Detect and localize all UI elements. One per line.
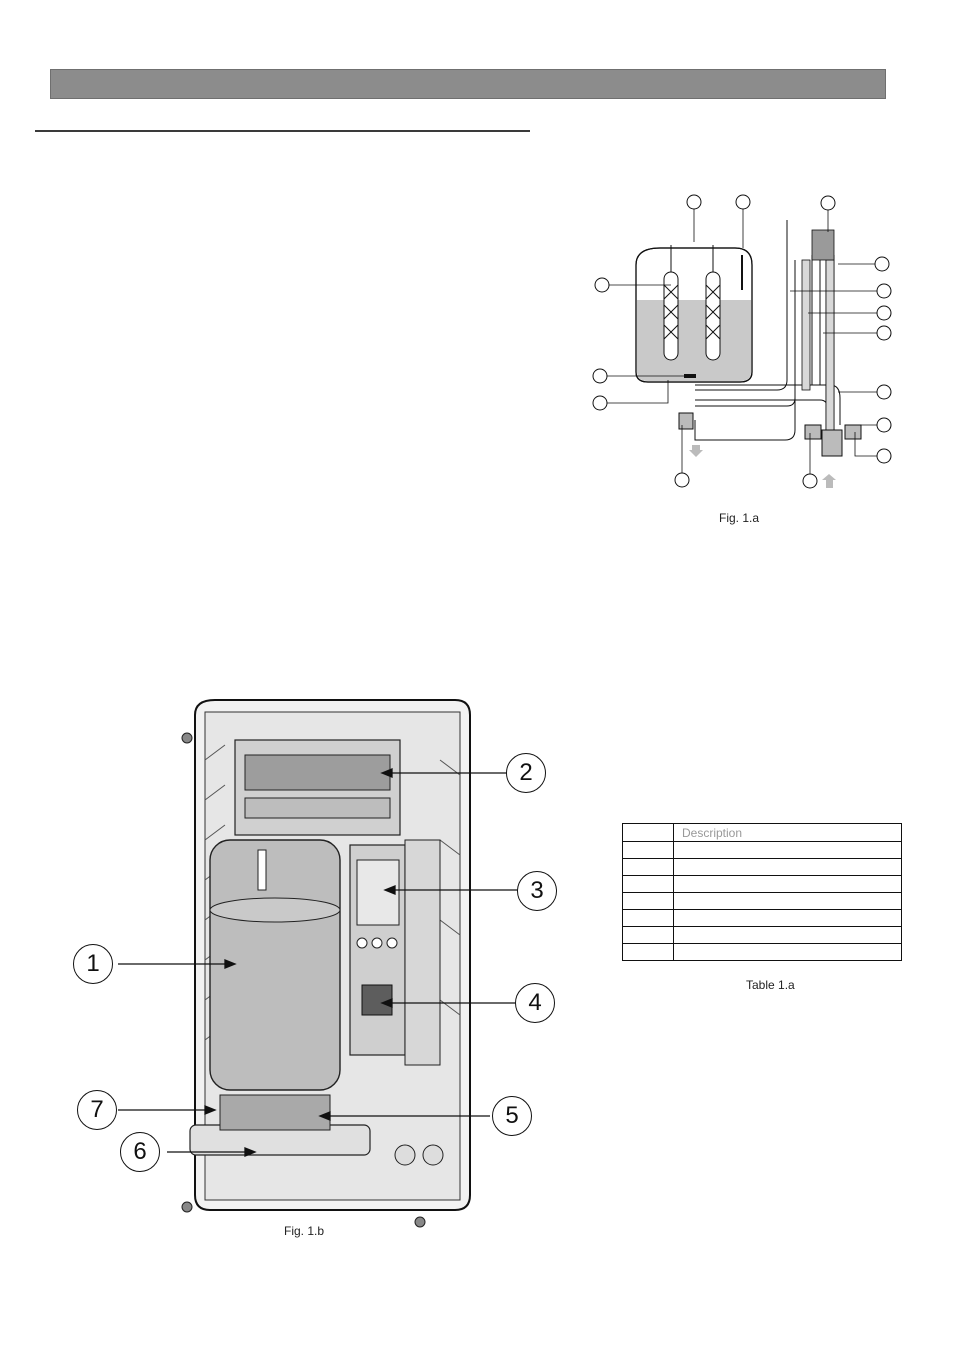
- table-row: [622, 875, 902, 893]
- row-desc: [673, 875, 902, 893]
- callout-4: 4: [515, 983, 555, 1023]
- row-num: [622, 875, 674, 893]
- fig-1a-caption: Fig. 1.a: [719, 511, 760, 525]
- header-num: [622, 823, 674, 842]
- callout-2: 2: [506, 753, 546, 793]
- fig-1b-caption: Fig. 1.b: [284, 1224, 325, 1238]
- header-bar: [50, 69, 886, 99]
- table-row: [622, 943, 902, 961]
- row-num: [622, 892, 674, 910]
- table-1a-caption: Table 1.a: [746, 978, 795, 992]
- table-row: [622, 841, 902, 859]
- header-description: Description: [673, 823, 902, 842]
- appliance-illustration: [118, 699, 517, 1228]
- table-row: [622, 909, 902, 927]
- schematic-diagram: [592, 194, 892, 489]
- heating-element-right: [705, 245, 721, 361]
- row-num: [622, 858, 674, 876]
- callout-6: 6: [120, 1132, 160, 1172]
- table-row: [622, 926, 902, 944]
- description-table: Description: [622, 823, 902, 961]
- row-desc: [673, 858, 902, 876]
- heating-element-left: [663, 245, 679, 361]
- row-num: [622, 841, 674, 859]
- row-desc: [673, 909, 902, 927]
- section-rule: [35, 130, 530, 132]
- callout-3: 3: [517, 871, 557, 911]
- callout-7: 7: [77, 1090, 117, 1130]
- row-desc: [673, 926, 902, 944]
- callout-1: 1: [73, 944, 113, 984]
- callout-5: 5: [492, 1096, 532, 1136]
- row-num: [622, 909, 674, 927]
- row-desc: [673, 841, 902, 859]
- table-row: [622, 858, 902, 876]
- row-num: [622, 926, 674, 944]
- table-row: [622, 892, 902, 910]
- table-header-row: Description: [622, 823, 902, 842]
- row-desc: [673, 943, 902, 961]
- row-desc: [673, 892, 902, 910]
- row-num: [622, 943, 674, 961]
